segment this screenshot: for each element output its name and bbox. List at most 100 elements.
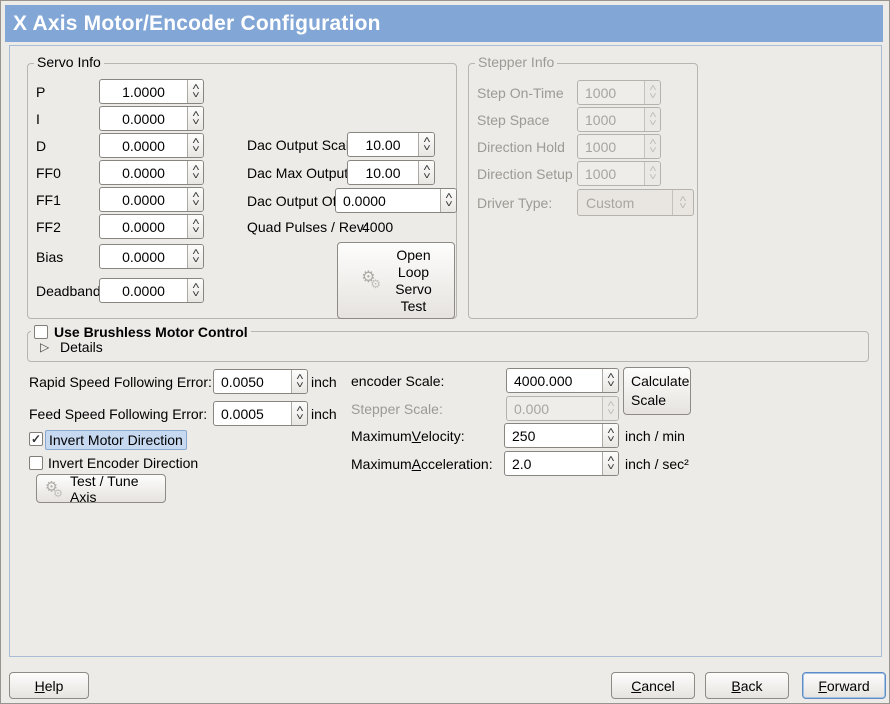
maximum-acceleration-spinbox[interactable]: 2.0 ˄˅ xyxy=(504,451,619,476)
feed-following-error-value[interactable]: 0.0005 xyxy=(221,405,264,422)
brushless-checkbox-label[interactable]: Use Brushless Motor Control xyxy=(54,324,248,340)
page-title: X Axis Motor/Encoder Configuration xyxy=(13,11,381,35)
ff0-spinbox[interactable]: 0.0000 ˄˅ xyxy=(99,160,204,185)
dac-output-offset-spinbox[interactable]: 0.0000 ˄˅ xyxy=(335,188,457,213)
d-spinbox[interactable]: 0.0000 ˄˅ xyxy=(99,133,204,158)
stepper-scale-value: 0.000 xyxy=(514,400,550,417)
spin-arrows-icon[interactable]: ˄˅ xyxy=(602,369,618,392)
invert-motor-label-wrap[interactable]: Invert Motor Direction xyxy=(45,430,187,450)
spin-arrows-icon[interactable]: ˄˅ xyxy=(602,452,618,475)
spin-arrows-icon[interactable]: ˄˅ xyxy=(187,134,203,157)
spin-arrows-icon[interactable]: ˄˅ xyxy=(187,279,203,302)
maximum-acceleration-value[interactable]: 2.0 xyxy=(512,455,532,472)
expander-arrow-icon[interactable]: ▷ xyxy=(40,340,50,354)
dac-max-output-value[interactable]: 10.00 xyxy=(365,164,401,181)
d-value[interactable]: 0.0000 xyxy=(122,137,165,154)
rapid-following-error-value[interactable]: 0.0050 xyxy=(221,373,264,390)
spin-arrows-icon[interactable]: ˄˅ xyxy=(418,161,434,184)
maximum-velocity-value[interactable]: 250 xyxy=(512,427,536,444)
label-rapid-following-error: Rapid Speed Following Error: xyxy=(29,373,212,390)
details-expander[interactable]: ▷ xyxy=(40,336,49,358)
bias-spinbox[interactable]: 0.0000 ˄˅ xyxy=(99,244,204,269)
back-button[interactable]: Back xyxy=(705,672,789,699)
label-quad-pulses: Quad Pulses / Rev: xyxy=(247,218,368,235)
label-encoder-scale: encoder Scale: xyxy=(351,372,445,389)
open-loop-servo-test-button[interactable]: ⚙⚙ Open Loop Servo Test xyxy=(337,242,455,319)
stepper-info-frame: Stepper Info Step On-Time 1000 ˄˅ Step S… xyxy=(468,54,698,319)
gears-icon: ⚙⚙ xyxy=(361,268,381,291)
direction-hold-spinbox: 1000 ˄˅ xyxy=(577,134,661,159)
step-space-spinbox: 1000 ˄˅ xyxy=(577,107,661,132)
feed-following-error-spinbox[interactable]: 0.0005 ˄˅ xyxy=(213,401,308,426)
encoder-scale-spinbox[interactable]: 4000.000 ˄˅ xyxy=(506,368,619,393)
ff1-value[interactable]: 0.0000 xyxy=(122,191,165,208)
spin-arrows-icon[interactable]: ˄˅ xyxy=(291,402,307,425)
direction-setup-value: 1000 xyxy=(585,165,617,182)
i-spinbox[interactable]: 0.0000 ˄˅ xyxy=(99,106,204,131)
label-step-on-time: Step On-Time xyxy=(477,84,564,101)
bias-value[interactable]: 0.0000 xyxy=(122,248,165,265)
label-dac-output-offset: Dac Output Offset: xyxy=(247,192,363,209)
spin-arrows-icon[interactable]: ˄˅ xyxy=(418,133,434,156)
dac-output-offset-value[interactable]: 0.0000 xyxy=(343,192,386,209)
dac-output-scale-value[interactable]: 10.00 xyxy=(365,136,401,153)
spin-arrows-icon[interactable]: ˄˅ xyxy=(187,161,203,184)
spin-arrows-icon[interactable]: ˄˅ xyxy=(602,424,618,447)
direction-hold-value: 1000 xyxy=(585,138,617,155)
p-value[interactable]: 1.0000 xyxy=(122,83,165,100)
spin-arrows-icon[interactable]: ˄˅ xyxy=(291,370,307,393)
brushless-frame: ▷ Details xyxy=(27,331,869,362)
dac-max-output-spinbox[interactable]: 10.00 ˄˅ xyxy=(347,160,435,185)
details-label[interactable]: Details xyxy=(60,339,103,355)
brushless-checkbox-row[interactable]: Use Brushless Motor Control xyxy=(31,324,251,340)
invert-encoder-label[interactable]: Invert Encoder Direction xyxy=(48,455,199,471)
spin-arrows-icon: ˄˅ xyxy=(644,135,660,158)
label-deadband: Deadband xyxy=(36,282,101,299)
gears-icon: ⚙⚙ xyxy=(45,479,63,500)
i-value[interactable]: 0.0000 xyxy=(122,110,165,127)
invert-encoder-checkbox[interactable] xyxy=(29,456,43,470)
help-button[interactable]: Help xyxy=(9,672,89,699)
step-space-value: 1000 xyxy=(585,111,617,128)
deadband-spinbox[interactable]: 0.0000 ˄˅ xyxy=(99,278,204,303)
rapid-following-error-spinbox[interactable]: 0.0050 ˄˅ xyxy=(213,369,308,394)
ff0-value[interactable]: 0.0000 xyxy=(122,164,165,181)
invert-motor-checkbox[interactable]: ✓ xyxy=(29,432,43,446)
label-i: I xyxy=(36,110,40,127)
p-spinbox[interactable]: 1.0000 ˄˅ xyxy=(99,79,204,104)
step-on-time-spinbox: 1000 ˄˅ xyxy=(577,80,661,105)
spin-arrows-icon: ˄˅ xyxy=(602,397,618,420)
label-stepper-scale: Stepper Scale: xyxy=(351,400,443,417)
invert-motor-label[interactable]: Invert Motor Direction xyxy=(45,430,187,450)
calculate-scale-button[interactable]: Calculate Scale xyxy=(623,367,691,415)
spin-arrows-icon: ˄˅ xyxy=(644,162,660,185)
brushless-checkbox[interactable] xyxy=(34,325,48,339)
spin-arrows-icon[interactable]: ˄˅ xyxy=(440,189,456,212)
ff1-spinbox[interactable]: 0.0000 ˄˅ xyxy=(99,187,204,212)
spin-arrows-icon[interactable]: ˄˅ xyxy=(187,245,203,268)
spin-arrows-icon: ˄˅ xyxy=(644,108,660,131)
open-loop-button-label: Open Loop Servo Test xyxy=(395,246,432,314)
spin-arrows-icon[interactable]: ˄˅ xyxy=(187,107,203,130)
spin-arrows-icon[interactable]: ˄˅ xyxy=(187,188,203,211)
combo-arrows-icon: ˄˅ xyxy=(672,190,693,215)
maximum-velocity-spinbox[interactable]: 250 ˄˅ xyxy=(504,423,619,448)
spin-arrows-icon[interactable]: ˄˅ xyxy=(187,80,203,103)
test-tune-axis-button[interactable]: ⚙⚙ Test / Tune Axis xyxy=(36,473,166,505)
cancel-button[interactable]: Cancel xyxy=(611,672,695,699)
label-d: D xyxy=(36,137,47,154)
ff2-value[interactable]: 0.0000 xyxy=(122,218,165,235)
stepper-frame-title: Stepper Info xyxy=(475,54,558,70)
forward-button[interactable]: Forward xyxy=(802,672,886,699)
label-ff0: FF0 xyxy=(36,164,61,181)
encoder-scale-value[interactable]: 4000.000 xyxy=(514,372,573,389)
deadband-value[interactable]: 0.0000 xyxy=(122,282,165,299)
spin-arrows-icon[interactable]: ˄˅ xyxy=(187,215,203,238)
dac-output-scale-spinbox[interactable]: 10.00 ˄˅ xyxy=(347,132,435,157)
ff2-spinbox[interactable]: 0.0000 ˄˅ xyxy=(99,214,204,239)
content-panel xyxy=(9,45,882,657)
servo-frame-title: Servo Info xyxy=(34,54,104,70)
label-direction-hold: Direction Hold xyxy=(477,138,565,155)
